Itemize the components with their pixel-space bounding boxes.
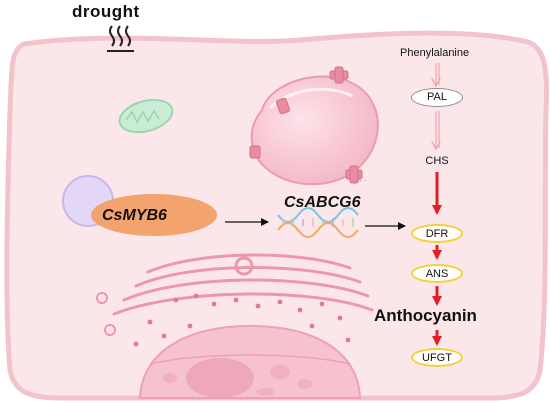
drought-heat-icon xyxy=(107,25,134,52)
csmyb6-label: CsMYB6 xyxy=(102,207,167,224)
mitochondrion-icon xyxy=(118,98,174,134)
enzyme-ufgt: UFGT xyxy=(411,348,463,367)
golgi-apparatus-icon xyxy=(96,253,374,336)
enzyme-dfr: DFR xyxy=(411,224,463,243)
vacuole-icon xyxy=(249,66,379,186)
svg-text:- ·: - · xyxy=(359,176,367,185)
csmyb6-protein xyxy=(62,175,217,236)
csabcg6-label: CsABCG6 xyxy=(284,194,361,211)
vesicle-dots xyxy=(133,293,351,347)
anthocyanin-label: Anthocyanin xyxy=(374,306,477,325)
enzyme-ans: ANS xyxy=(411,264,463,283)
dna-helix-icon xyxy=(277,207,359,238)
enzyme-chs: CHS xyxy=(425,155,449,167)
enzyme-pal: PAL xyxy=(411,88,463,107)
nucleus-icon xyxy=(138,324,362,399)
drought-label: drought xyxy=(72,2,140,21)
phenylalanine-label: Phenylalanine xyxy=(400,47,470,59)
